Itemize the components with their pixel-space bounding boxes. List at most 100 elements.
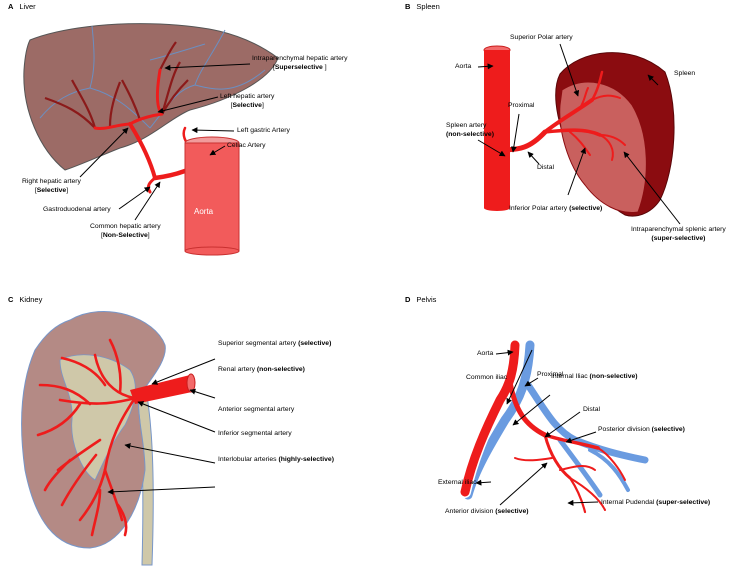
label-intraparenchymal-splenic-artery: Intraparenchymal splenic artery (super-s… [631, 225, 726, 243]
label-common-hepatic-artery: Common hepatic artery [Non-Selective] [90, 222, 161, 240]
label-text: Interlobular arteries [218, 456, 279, 463]
label-line: Left hepatic artery [220, 93, 275, 100]
label-renal-artery: Renal artery (non-selective) [218, 365, 305, 374]
liver-aorta [184, 136, 240, 256]
label-celiac-artery: Celiac Artery [227, 142, 266, 149]
bracket-open: [ [34, 187, 37, 194]
label-intraparenchymal-hepatic-artery: Intraparenchymal hepatic artery [Superse… [252, 54, 348, 72]
panel-a-name: Liver [19, 2, 36, 11]
splenic-artery-tree [497, 70, 626, 161]
bracket-close: ] [66, 187, 69, 194]
label-inferior-polar-artery: Inferior Polar artery (selective) [509, 204, 602, 213]
panel-a-title: A Liver [8, 2, 36, 11]
label-interlobular-arteries: Interlobular arteries (highly-selective) [218, 455, 334, 464]
panel-b-title: B Spleen [405, 2, 440, 11]
label-line: Spleen artery [446, 122, 487, 129]
renal-artery-opening [186, 373, 196, 393]
label-left-hepatic-artery: Left hepatic artery [Selective] [220, 92, 274, 110]
panel-d-name: Pelvis [416, 295, 437, 304]
label-superior-segmental-artery: Superior segmental artery (selective) [218, 339, 331, 348]
selectivity-tag: Non-Selective [102, 232, 148, 239]
label-text: Internal Pudendal [601, 499, 657, 506]
label-spleen-aorta: Aorta [455, 63, 472, 70]
label-pelvis-proximal: Proximal [537, 371, 564, 378]
label-text: Posterior division [598, 426, 652, 433]
label-line: Common hepatic artery [90, 223, 161, 230]
selectivity-tag: Selective [232, 102, 262, 109]
label-line: Intraparenchymal hepatic artery [252, 55, 348, 62]
label-inferior-segmental-artery: Inferior segmental artery [218, 430, 292, 437]
selectivity-tag: (selective) [298, 340, 332, 347]
label-text: Internal Iliac [551, 373, 590, 380]
selectivity-tag: (non-selective) [256, 366, 305, 373]
label-common-iliac: Common iliac [466, 374, 508, 381]
label-text: Inferior Polar artery [509, 205, 570, 212]
label-spleen-artery: Spleen artery (non-selective) [446, 121, 494, 139]
label-right-hepatic-artery: Right hepatic artery [Selective] [22, 177, 81, 195]
kidney-renal-pelvis [59, 354, 136, 481]
panel-c-title: C Kidney [8, 295, 42, 304]
label-line: Right hepatic artery [22, 178, 81, 185]
label-left-gastric-artery: Left gastric Artery [237, 127, 290, 134]
spleen-arrows [477, 43, 681, 225]
liver-organ [23, 23, 279, 171]
liver-arrows [79, 63, 251, 221]
kidney-illustration [21, 311, 216, 566]
label-spleen-distal: Distal [537, 164, 554, 171]
label-gastroduodenal-artery: Gastroduodenal artery [43, 206, 111, 213]
label-anterior-segmental-artery: Anterior segmental artery [218, 406, 295, 413]
label-pelvis-distal: Distal [583, 406, 600, 413]
label-internal-iliac: Internal Iliac (non-selective) [551, 372, 638, 381]
kidney-renal-artery [130, 375, 192, 404]
spleen-aorta [483, 45, 511, 211]
label-external-iliac: External iliac [438, 479, 477, 486]
label-pelvis-aorta: Aorta [477, 350, 494, 357]
label-internal-pudendal: Internal Pudendal (super-selective) [601, 498, 710, 507]
label-line: [Selective] [220, 101, 274, 110]
bracket-open: [ [230, 102, 233, 109]
selectivity-tag: Selective [36, 187, 67, 194]
label-text: Renal artery [218, 366, 257, 373]
label-line: [Superselective ] [252, 63, 348, 72]
panel-b-name: Spleen [416, 2, 440, 11]
label-anterior-division: Anterior division (selective) [445, 507, 529, 516]
label-liver-aorta: Aorta [194, 207, 214, 216]
spleen-inner-surface [559, 81, 647, 214]
bracket-close: ] [261, 102, 264, 109]
label-line: [Non-Selective] [90, 231, 161, 240]
bracket-open: [ [272, 64, 275, 71]
kidney-arrows [107, 358, 216, 495]
label-superior-polar-artery: Superior Polar artery [510, 34, 573, 41]
spleen-illustration [477, 43, 681, 225]
label-spleen-proximal: Proximal [508, 102, 535, 109]
pelvis-arrows [475, 349, 599, 506]
kidney-artery-tree [36, 338, 137, 537]
pelvis-illustration [459, 339, 649, 514]
selectivity-tag: (non-selective) [589, 373, 638, 380]
bracket-close: ] [322, 64, 327, 71]
selectivity-tag: (non-selective) [446, 131, 494, 138]
panel-a-letter: A [8, 2, 14, 11]
bracket-close: ] [147, 232, 150, 239]
panel-d-letter: D [405, 295, 411, 304]
bracket-open: [ [100, 232, 103, 239]
label-text: Anterior division [445, 508, 496, 515]
selectivity-tag: (highly-selective) [278, 456, 334, 463]
panel-c-name: Kidney [19, 295, 43, 304]
label-spleen: Spleen [674, 70, 696, 77]
label-posterior-division: Posterior division (selective) [598, 425, 685, 434]
selectivity-tag: (selective) [569, 205, 603, 212]
panel-d-title: D Pelvis [405, 295, 436, 304]
selectivity-tag: Superselective [274, 64, 323, 71]
selectivity-tag: (selective) [651, 426, 685, 433]
label-line: [Selective] [22, 186, 81, 195]
liver-veins [39, 25, 266, 129]
panel-c-letter: C [8, 295, 14, 304]
label-text: Superior segmental artery [218, 340, 299, 347]
selectivity-tag: (super-selective) [656, 499, 711, 506]
panel-b-letter: B [405, 2, 411, 11]
liver-illustration [23, 23, 279, 256]
label-line: Intraparenchymal splenic artery [631, 226, 726, 233]
selectivity-tag: (selective) [495, 508, 529, 515]
